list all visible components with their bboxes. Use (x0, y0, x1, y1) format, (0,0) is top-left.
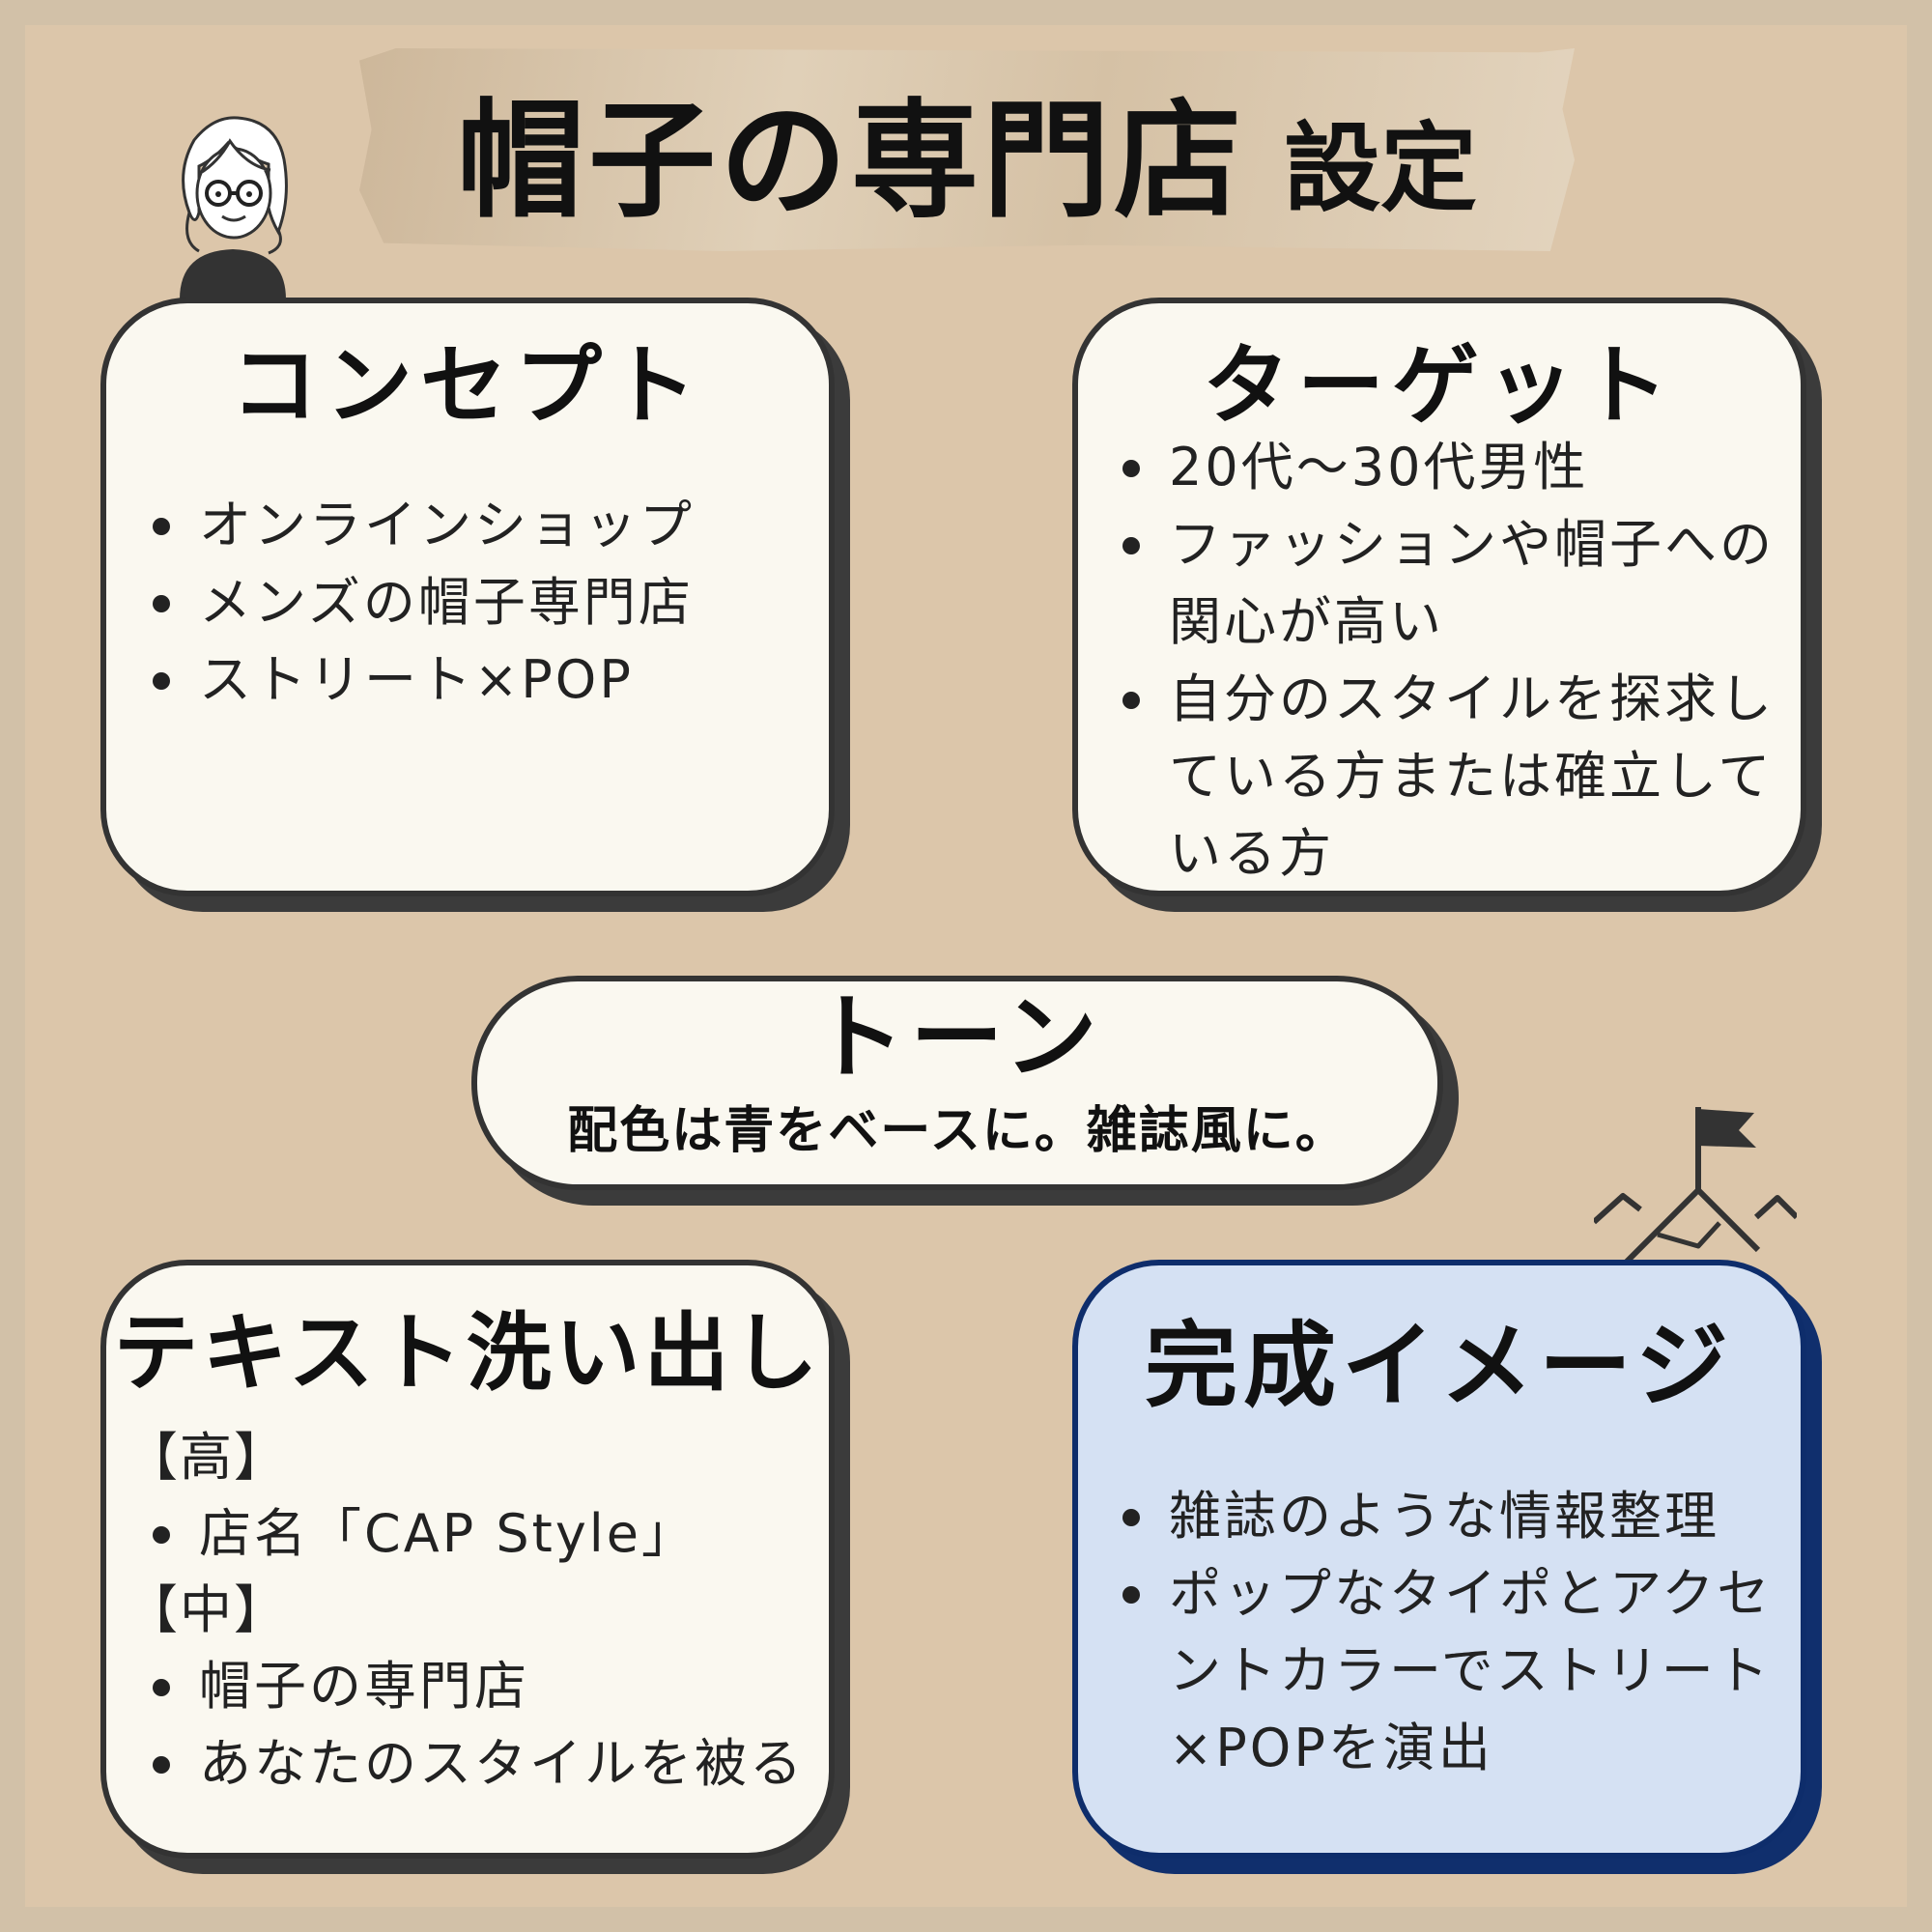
list-item: ファッションや帽子への関心が高い (1113, 506, 1781, 661)
woman-with-glasses-icon (180, 116, 288, 299)
mountain-flag-icon (1594, 1107, 1797, 1265)
list-item: 店名「CAP Style」 (143, 1495, 819, 1573)
title-main: 帽子の専門店 (457, 86, 1245, 236)
text-outline-title: テキスト洗い出し (113, 1303, 822, 1403)
list-item: メンズの帽子専門店 (143, 564, 810, 641)
concept-title: コンセプト (231, 335, 704, 437)
target-card: ターゲット 20代〜30代男性 ファッションや帽子への関心が高い 自分のスタイル… (1072, 298, 1806, 896)
list-item: 雑誌のような情報整理 (1113, 1478, 1785, 1555)
concept-list: オンラインショップ メンズの帽子専門店 ストリート×POP (143, 487, 810, 719)
title-sub: 設定 (1284, 111, 1477, 225)
tone-card: トーン 配色は青をベースに。雑誌風に。 (471, 976, 1443, 1190)
target-list: 20代〜30代男性 ファッションや帽子への関心が高い 自分のスタイルを探求してい… (1113, 429, 1781, 893)
list-item: ストリート×POP (143, 641, 810, 719)
final-image-list: 雑誌のような情報整理 ポップなタイポとアクセントカラーでストリート×POPを演出 (1113, 1478, 1785, 1787)
high-priority-list: 店名「CAP Style」 (143, 1495, 819, 1573)
mid-priority-list: 帽子の専門店 あなたのスタイルを被る (143, 1648, 819, 1803)
text-outline-card: テキスト洗い出し 【高】 店名「CAP Style」 【中】 帽子の専門店 あな… (100, 1260, 835, 1859)
concept-card: コンセプト オンラインショップ メンズの帽子専門店 ストリート×POP (100, 298, 835, 896)
page-title: 帽子の専門店 設定 (359, 48, 1575, 251)
final-image-title: 完成イメージ (1144, 1312, 1735, 1420)
list-item: 20代〜30代男性 (1113, 429, 1781, 506)
section-label-high: 【高】 (126, 1427, 288, 1488)
list-item: 帽子の専門店 (143, 1648, 819, 1725)
title-tape (359, 48, 1575, 251)
text-outline-body: 【高】 店名「CAP Style」 【中】 帽子の専門店 あなたのスタイルを被る (126, 1420, 819, 1803)
target-title: ターゲット (1203, 335, 1676, 437)
final-image-card: 完成イメージ 雑誌のような情報整理 ポップなタイポとアクセントカラーでストリート… (1072, 1260, 1806, 1859)
tone-description: 配色は青をベースに。雑誌風に。 (567, 1102, 1348, 1160)
list-item: あなたのスタイルを被る (143, 1725, 819, 1803)
list-item: ポップなタイポとアクセントカラーでストリート×POPを演出 (1113, 1555, 1785, 1787)
section-label-mid: 【中】 (126, 1579, 288, 1640)
tone-title: トーン (811, 983, 1103, 1092)
list-item: 自分のスタイルを探求している方または確立している方 (1113, 661, 1781, 893)
list-item: オンラインショップ (143, 487, 810, 564)
